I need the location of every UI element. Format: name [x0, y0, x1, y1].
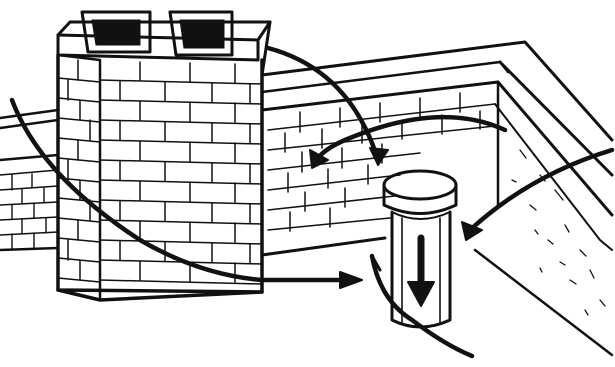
airflow-arrow-through-chimney — [9, 97, 351, 283]
airflow-arrow-right — [467, 147, 615, 233]
flue-opening-left — [80, 10, 152, 54]
airflow-arrows — [9, 45, 615, 359]
airflow-arrow-base — [369, 253, 475, 359]
right-roof-edge — [473, 60, 614, 357]
airflow-arrow-curl-left — [312, 114, 508, 165]
parapet-wall — [260, 40, 614, 257]
chimney — [56, 10, 272, 302]
flue-opening-right — [168, 10, 234, 57]
left-low-wall — [0, 108, 60, 252]
airflow-arrow-over-chimney — [265, 45, 381, 163]
down-arrow-icon — [407, 234, 435, 307]
